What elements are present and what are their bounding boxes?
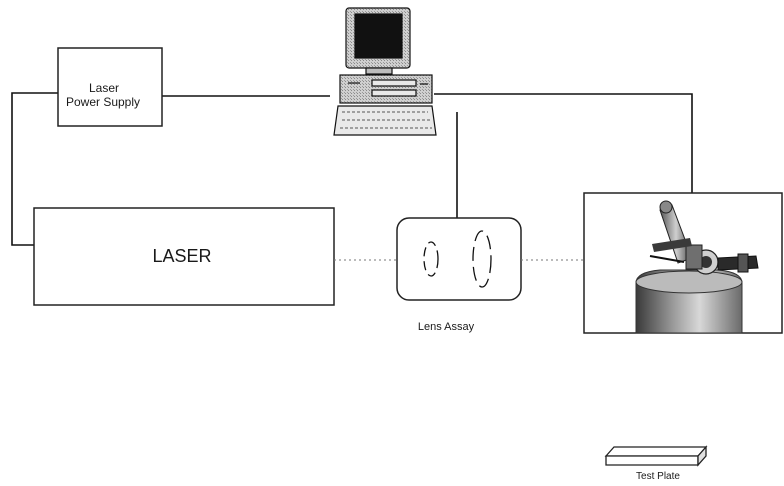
desktop-computer-icon <box>334 8 436 135</box>
lens-assay-label: Lens Assay <box>418 321 475 333</box>
laser-label: LASER <box>152 246 211 266</box>
laser-power-supply-box: Laser Power Supply <box>58 48 162 126</box>
lens-assay-box <box>397 218 521 300</box>
lens-assay: Lens Assay <box>334 218 584 333</box>
power-supply-label-line1: Laser <box>89 81 119 95</box>
line-computer-to-robot <box>434 94 692 193</box>
power-supply-label-line2: Power Supply <box>66 95 140 109</box>
laser-box: LASER <box>34 208 334 305</box>
test-plate-icon <box>606 447 706 465</box>
test-plate-label: Test Plate <box>636 471 680 482</box>
robotic-weld-head-photo <box>584 193 782 333</box>
